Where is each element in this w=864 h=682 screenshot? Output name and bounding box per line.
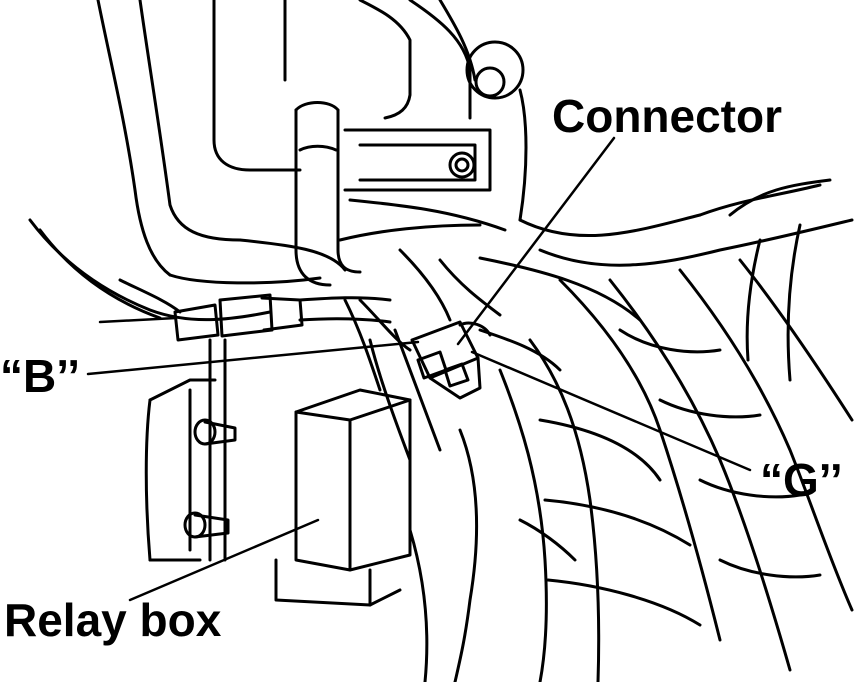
side-panel [144,338,237,562]
lower-stud-icon [183,511,230,539]
mounting-bracket [338,128,507,242]
b-wire [28,218,272,322]
b-label: “B’’ [0,350,80,402]
g-label: “G’’ [760,454,843,506]
wiring-harness [408,178,854,682]
relay-box [274,298,412,607]
connector-label: Connector [552,90,782,142]
dashboard-housing [96,0,477,285]
b-clip-connector [173,293,392,342]
relay-box-leader [128,518,320,602]
upper-stud-icon [193,418,237,446]
connector-harness [358,248,562,462]
relay-box-label: Relay box [4,594,222,646]
tube [294,101,362,287]
top-bolt [465,40,528,222]
b-leader [86,340,420,376]
leader-lines [86,136,752,602]
top-leader [98,316,178,324]
connector-leader [456,136,616,346]
g-connector [410,320,492,400]
g-leader [470,350,752,472]
